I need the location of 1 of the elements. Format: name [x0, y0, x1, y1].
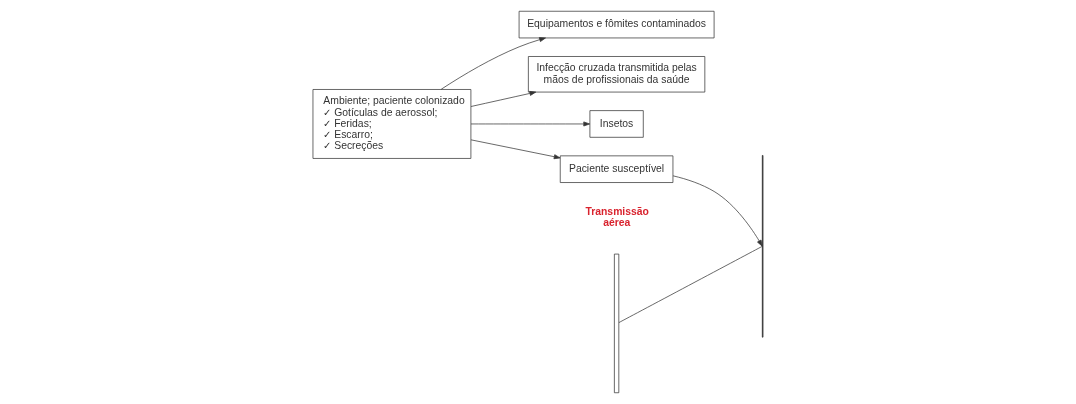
- label: Transmissão aérea: [585, 206, 649, 228]
